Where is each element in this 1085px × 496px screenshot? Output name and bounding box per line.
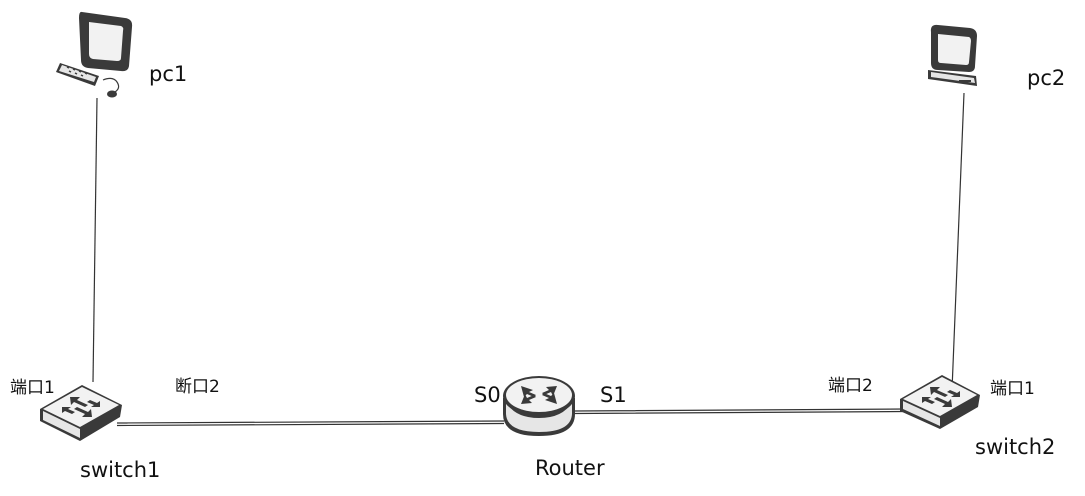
- switch-icon: [900, 375, 980, 429]
- desktop-computer-icon: [56, 11, 133, 98]
- switch2-port2-label: 端口2: [828, 376, 873, 396]
- switch-icon: [40, 385, 122, 441]
- router-s1-label: S1: [600, 383, 627, 407]
- link-pc1-switch1: [92, 97, 98, 383]
- link-router-switch2: [573, 408, 907, 415]
- switch1-port2-label: 断口2: [175, 377, 220, 397]
- switch1-label: switch1: [80, 458, 161, 482]
- router-s0-label: S0: [474, 383, 501, 407]
- router-label: Router: [535, 456, 605, 480]
- link-switch1-router: [116, 420, 505, 427]
- pc1-label: pc1: [149, 62, 188, 86]
- switch1-port1-label: 端口1: [10, 378, 55, 398]
- links: [92, 92, 965, 427]
- switch2-label: switch2: [975, 435, 1056, 459]
- pc2-label: pc2: [1027, 66, 1066, 90]
- desktop-computer-icon: [928, 24, 977, 86]
- router-icon: [503, 376, 575, 436]
- link-pc2-switch2: [951, 92, 965, 391]
- switch2-port1-label: 端口1: [990, 379, 1035, 399]
